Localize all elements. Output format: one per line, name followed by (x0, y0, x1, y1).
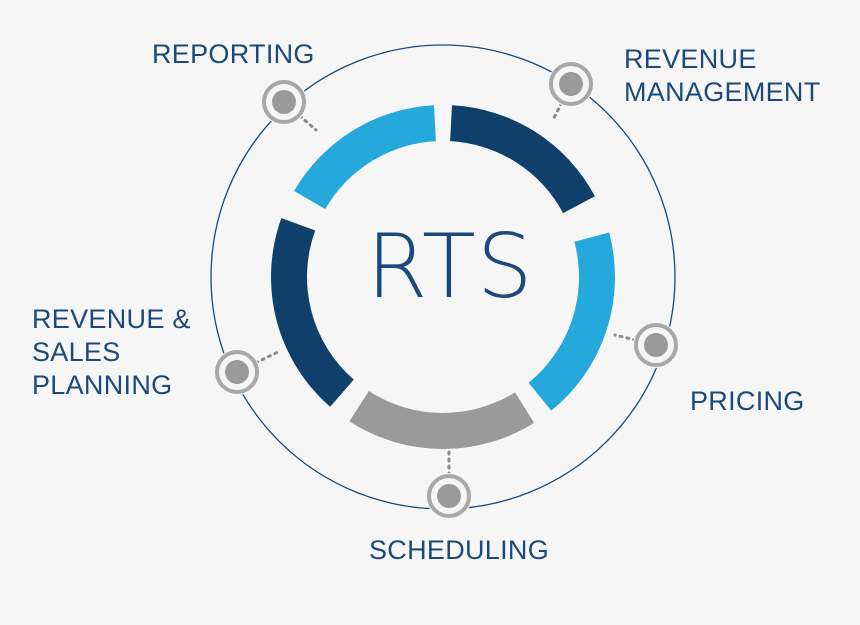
label-scheduling: SCHEDULING (369, 534, 549, 567)
segment-revenue-sales-planning (271, 218, 354, 407)
label-scheduling-line: SCHEDULING (369, 535, 550, 565)
node-marker-revenue-sales-planning (214, 349, 260, 395)
node-markers (214, 61, 679, 519)
label-revenue-sales-planning-line-2: SALES (32, 337, 121, 367)
node-marker-dot (559, 72, 583, 96)
node-marker-dot (437, 484, 461, 508)
node-marker-ring (262, 80, 306, 124)
node-marker-dot (225, 360, 249, 384)
label-revenue-sales-planning-line-1: REVENUE & (32, 304, 191, 334)
label-revenue-management-line-2: MANAGEMENT (624, 77, 821, 107)
segment-pricing (528, 232, 615, 411)
ring-segments (271, 105, 615, 449)
label-pricing: PRICING (690, 385, 805, 418)
node-marker-ring (549, 62, 593, 106)
node-marker-pricing (633, 322, 679, 368)
node-marker-ring (215, 350, 259, 394)
node-marker-revenue-management (548, 61, 594, 107)
label-reporting: REPORTING (152, 38, 315, 71)
label-revenue-management: REVENUE MANAGEMENT (624, 43, 821, 109)
label-revenue-sales-planning: REVENUE & SALES PLANNING (32, 303, 191, 402)
node-marker-dot (644, 333, 668, 357)
node-marker-scheduling (426, 473, 472, 519)
segment-scheduling (349, 391, 535, 449)
node-marker-ring (634, 323, 678, 367)
label-revenue-sales-planning-line-3: PLANNING (32, 370, 173, 400)
segment-reporting (294, 105, 436, 209)
node-marker-dot (272, 90, 296, 114)
node-marker-ring (427, 474, 471, 518)
center-title: RTS (366, 215, 534, 318)
label-revenue-management-line-1: REVENUE (624, 44, 757, 74)
label-pricing-line: PRICING (690, 386, 805, 416)
label-reporting-line: REPORTING (152, 39, 315, 69)
node-marker-reporting (261, 79, 307, 125)
segment-revenue-management (450, 105, 595, 214)
